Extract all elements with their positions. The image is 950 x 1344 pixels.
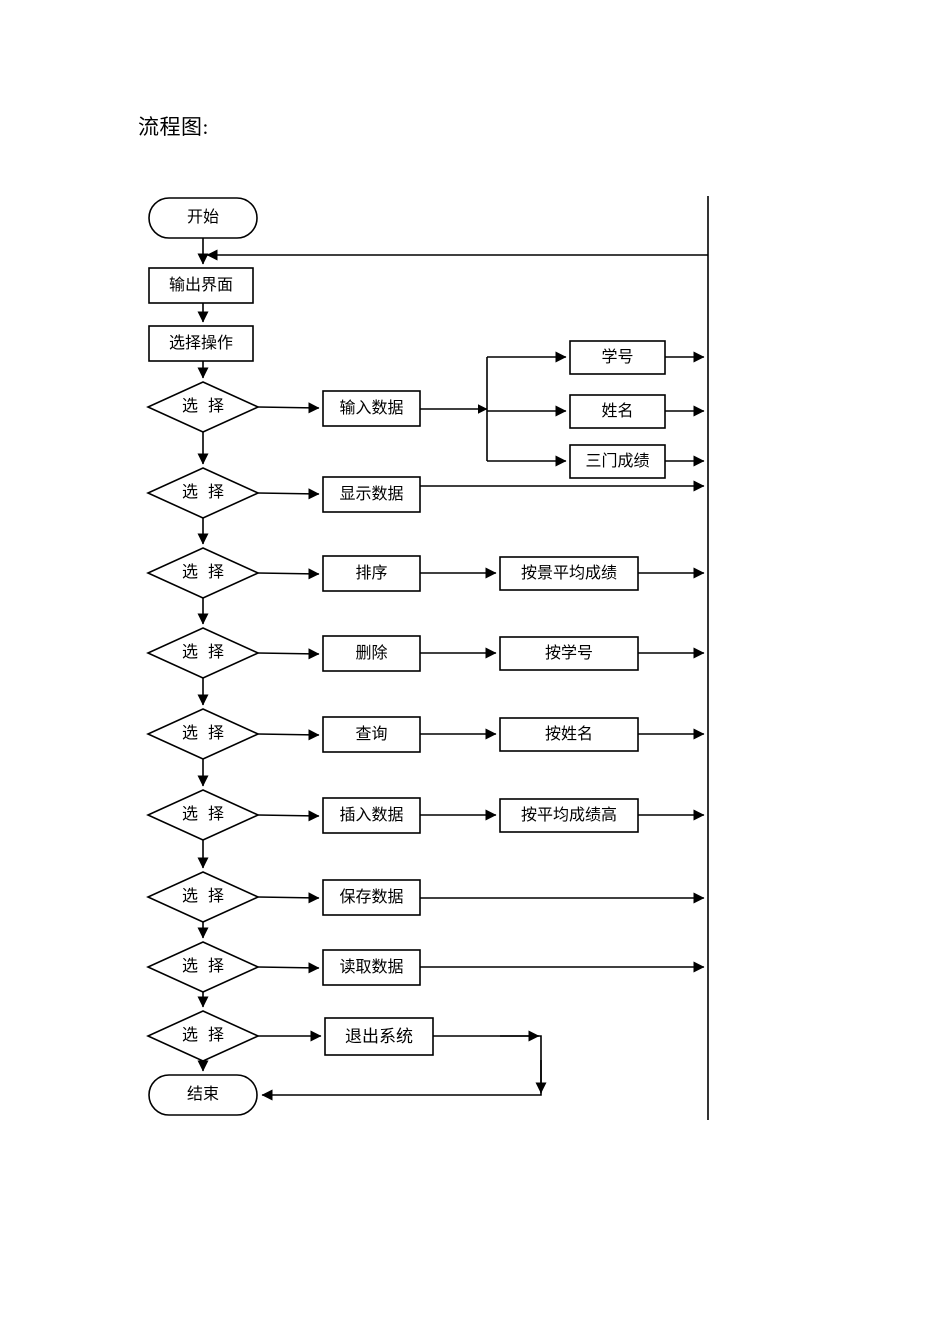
decision-shape-3 xyxy=(146,547,260,599)
start-terminator-shape xyxy=(148,197,258,239)
decision-shape-2 xyxy=(146,467,260,519)
action-box-shape-8 xyxy=(322,949,421,986)
detail-box-shape-byname xyxy=(499,717,639,752)
detail-box-shape-xuehao xyxy=(569,340,666,375)
select-operation-box-shape xyxy=(148,325,254,362)
decision-shape-1 xyxy=(146,381,260,433)
decision-shape-5 xyxy=(146,708,260,760)
edge-d6-to-action6 xyxy=(257,810,320,822)
action-box-shape-1 xyxy=(322,390,421,427)
action-box-shape-4 xyxy=(322,635,421,672)
edge-d2-to-action2 xyxy=(257,488,320,500)
action-box-shape-3 xyxy=(322,555,421,592)
action-box-shape-6 xyxy=(322,797,421,834)
edge-d8-to-action8 xyxy=(257,962,320,974)
detail-box-shape-xingming xyxy=(569,394,666,429)
page-title: 流程图: xyxy=(138,115,209,139)
edge-d7-to-action7 xyxy=(257,892,320,904)
action-box-shape-2 xyxy=(322,476,421,513)
action-box-shape-5 xyxy=(322,716,421,753)
output-interface-box-shape xyxy=(148,267,254,304)
edge-d4-to-action4 xyxy=(257,648,320,660)
decision-shape-7 xyxy=(146,871,260,923)
decision-shape-4 xyxy=(146,627,260,679)
detail-box-shape-byid xyxy=(499,636,639,671)
detail-box-shape-byavg xyxy=(499,798,639,833)
action-box-shape-9 xyxy=(324,1017,434,1056)
detail-box-shape-avg xyxy=(499,556,639,591)
edge-d3-to-action3 xyxy=(257,568,320,580)
decision-shape-6 xyxy=(146,789,260,841)
decision-shape-8 xyxy=(146,941,260,993)
decision-shape-9 xyxy=(146,1010,260,1062)
detail-box-shape-chengji xyxy=(569,444,666,479)
end-terminator-shape xyxy=(148,1074,258,1116)
edge-d5-to-action5 xyxy=(257,729,320,741)
action-box-shape-7 xyxy=(322,879,421,916)
edge-d1-to-action1 xyxy=(257,402,320,414)
